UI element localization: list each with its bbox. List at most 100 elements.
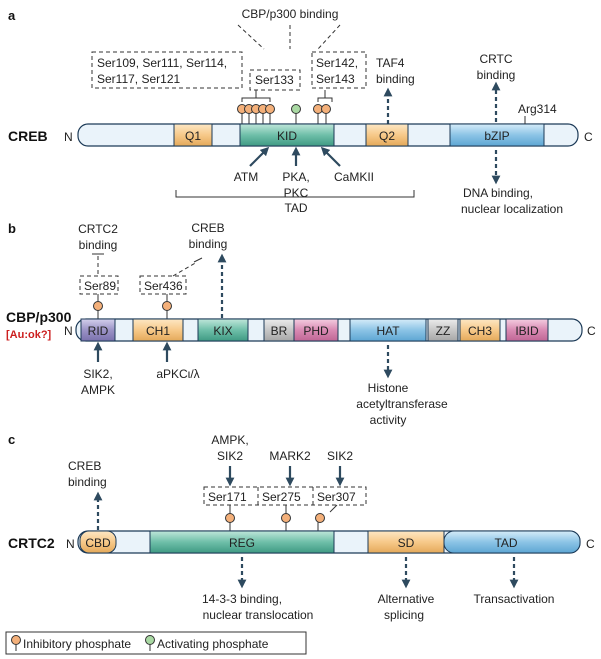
- connector: [237, 24, 265, 50]
- crtc2-binding-label: binding: [79, 238, 118, 252]
- output-label: nuclear translocation: [203, 608, 314, 622]
- histone-label: activity: [370, 413, 407, 427]
- creb-binding-label: CREB: [68, 459, 101, 473]
- kinase-sik2: SIK2: [217, 449, 243, 463]
- output-label: splicing: [384, 608, 424, 622]
- kinase-atm: ATM: [234, 170, 258, 184]
- domain-rid: [80, 318, 116, 342]
- protein-label-crtc2: CRTC2: [8, 535, 55, 551]
- legend-inhibitory: Inhibitory phosphate: [23, 637, 131, 651]
- connector: [317, 24, 341, 50]
- output-label: Alternative: [378, 592, 435, 606]
- inhibit-bar: [193, 257, 203, 263]
- panel-b-letter: b: [8, 221, 16, 236]
- crtc-label: binding: [477, 68, 516, 82]
- domain-bzip: [449, 123, 545, 147]
- inhibitory-phosphate-icon: [11, 635, 21, 645]
- legend: Inhibitory phosphate Activating phosphat…: [5, 631, 307, 655]
- arg314-label: Arg314: [518, 102, 557, 116]
- domain-label: REG: [229, 536, 255, 550]
- protein-label-creb: CREB: [8, 128, 48, 144]
- n-terminus: N: [64, 130, 73, 144]
- dna-binding-label: DNA binding,: [463, 186, 533, 200]
- site-box-ser436: [139, 275, 187, 295]
- output-label: 14-3-3 binding,: [202, 592, 282, 606]
- domain-label: CBD: [85, 536, 111, 550]
- phospho-ser436: [162, 301, 172, 311]
- domain-label: RID: [88, 324, 109, 338]
- phospho-ser89: [93, 301, 103, 311]
- site-label: Ser171: [208, 490, 247, 504]
- domain-ch3: [459, 318, 501, 342]
- kinase-ampk: AMPK,: [211, 433, 248, 447]
- dna-binding-label: nuclear localization: [461, 202, 563, 216]
- site-label: Ser436: [144, 279, 183, 293]
- panel-a-letter: a: [8, 8, 16, 23]
- c-terminus: C: [584, 130, 593, 144]
- domain-label: Q1: [185, 129, 201, 143]
- protein-label-cbp: CBP/p300: [6, 309, 72, 325]
- site-box-ser142: [311, 51, 367, 89]
- kinase-apkc: aPKCι/λ: [156, 367, 199, 381]
- query-label: [Au:ok?]: [6, 329, 52, 341]
- phospho-ser307: [315, 513, 325, 523]
- domain-label: KID: [277, 129, 297, 143]
- site-box-line: Ser109, Ser111, Ser114,: [97, 56, 227, 70]
- activating-phosphate-icon: [145, 635, 155, 645]
- domain-label: HAT: [376, 324, 400, 338]
- domain-ch1: [132, 318, 184, 342]
- domain-label: CH3: [468, 324, 492, 338]
- legend-activating: Activating phosphate: [157, 637, 269, 651]
- c-terminus: C: [586, 537, 595, 551]
- connector: [172, 261, 198, 277]
- connector: [329, 504, 338, 513]
- site-bracket: [241, 97, 271, 102]
- domain-label: ZZ: [436, 324, 451, 338]
- site-box-ser133: [249, 69, 301, 91]
- domain-ibid: [505, 318, 549, 342]
- creb-binding-label: binding: [68, 475, 107, 489]
- domain-label: BR: [271, 324, 288, 338]
- panel-c-letter: c: [8, 432, 15, 447]
- domain-q1: [173, 123, 213, 147]
- kinase-ampk: AMPK: [81, 383, 115, 397]
- site-box-group: [203, 486, 367, 506]
- site-box-line: Ser117, Ser121: [97, 72, 180, 86]
- domain-label: TAD: [494, 536, 517, 550]
- panel-b: b CRTC2 binding CREB binding Ser89 Ser43…: [6, 221, 596, 427]
- taf4-label: TAF4: [376, 56, 405, 70]
- site-label: Ser307: [317, 490, 356, 504]
- crtc-label: CRTC: [479, 52, 512, 66]
- n-terminus: N: [64, 324, 73, 338]
- kinase-camk: CaMKII: [334, 170, 374, 184]
- phospho-ser275: [281, 513, 291, 523]
- camk-arrow: [320, 146, 341, 167]
- histone-label: Histone: [368, 381, 409, 395]
- domain-label: KIX: [213, 324, 232, 338]
- domain-kix: [197, 318, 249, 342]
- site-box-line: Ser133: [255, 73, 294, 87]
- tad-bracket: [175, 190, 415, 198]
- site-label: Ser89: [84, 279, 116, 293]
- kinase-sik2: SIK2: [327, 449, 353, 463]
- creb-binding-label: binding: [189, 237, 228, 251]
- taf4-label: binding: [376, 72, 415, 86]
- domain-label: CH1: [146, 324, 170, 338]
- domain-zz: [427, 318, 459, 342]
- kinase-pka: PKA,: [282, 170, 309, 184]
- histone-label: acetyltransferase: [356, 397, 448, 411]
- domain-q2: [365, 123, 409, 147]
- domain-cbd: [79, 530, 117, 554]
- domain-kid: [239, 123, 335, 147]
- kinase-sik2: SIK2,: [83, 367, 112, 381]
- phospho-sites-kid: [237, 104, 331, 124]
- domain-tad: [443, 530, 581, 554]
- panel-a: a CBP/p300 binding Ser109, Ser111, Ser11…: [8, 7, 593, 216]
- site-box-line: Ser142,: [316, 56, 358, 70]
- panel-c: c CREB binding AMPK, SIK2 MARK2 SIK2 Ser…: [8, 432, 595, 622]
- domain-hat: [349, 318, 427, 342]
- domain-phd: [293, 318, 339, 342]
- domain-label: PHD: [303, 324, 329, 338]
- domain-label: Q2: [379, 129, 395, 143]
